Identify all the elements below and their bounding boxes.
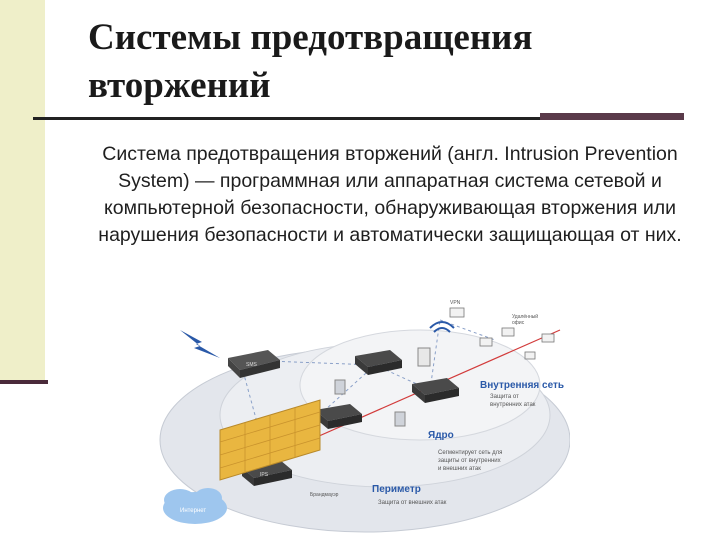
firewall-label: Брандмауэр [310,492,339,498]
vpn-label: VPN [450,300,461,306]
title-underline-accent [540,113,684,120]
title-underline [33,117,684,120]
wireless-server-icon [417,347,431,367]
wifi-icon [429,321,455,333]
remote-office-label-1: Удалённый [512,313,538,320]
side-decoration-band [0,0,45,384]
remote-office-label-2: офис [512,320,525,326]
inner-network-title: Внутренняя сеть [480,380,564,391]
ips-device-icon-2 [412,378,459,403]
internet-label: Интернет [180,508,206,514]
sms-device-icon: SMS [228,350,280,378]
inner-network-sub-1: Защита от [490,394,519,400]
core-title: Ядро [428,430,454,441]
ips-device-icon-1 [355,350,402,375]
side-decoration-line [0,380,48,384]
perimeter-sub: Защита от внешних атак [378,500,447,506]
ips-network-diagram: SMS IPS [159,300,570,533]
slide-body-text: Система предотвращения вторжений (англ. … [98,143,682,246]
laptops-group [449,307,555,360]
server-icon-1 [334,379,346,395]
core-sub-3: и внешних атак [438,466,481,472]
server-icon-2 [394,411,406,427]
sms-device-label: SMS [246,362,258,368]
ips-device-label: IPS [260,472,269,478]
inner-network-sub-2: внутренних атак [490,402,536,408]
slide-title: Системы предотвращения вторжений [88,17,533,106]
core-sub-2: защиты от внутренних [438,458,501,464]
internet-cloud-icon: Интернет [163,488,227,524]
firewall-icon [219,399,321,481]
perimeter-title: Периметр [372,484,421,495]
attack-lightning-icon [180,330,220,358]
core-sub-1: Сегментирует сеть для [438,450,502,456]
